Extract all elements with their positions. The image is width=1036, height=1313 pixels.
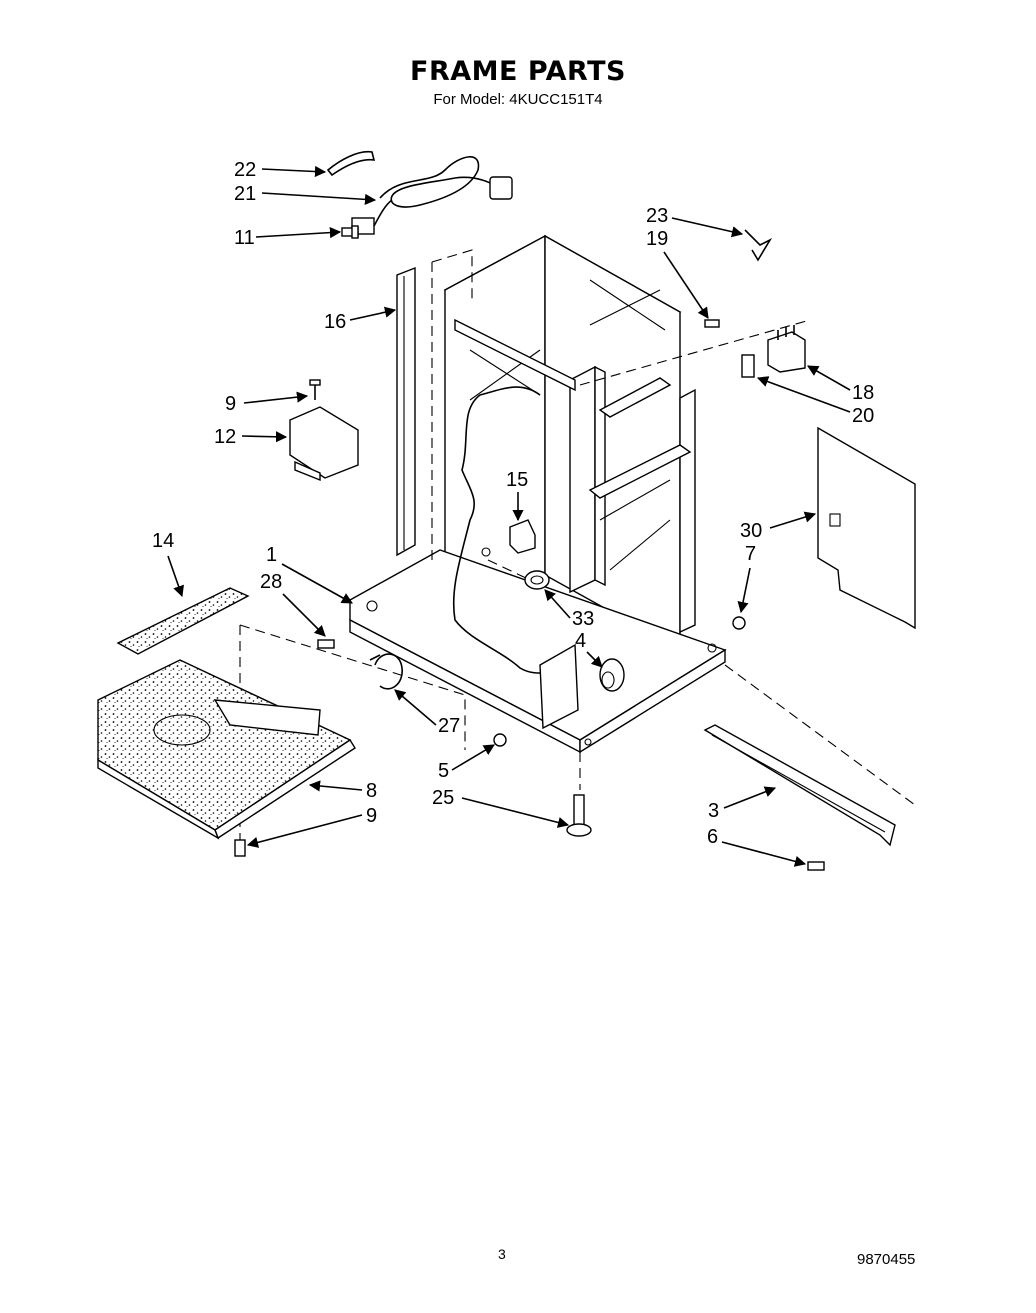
- callout-23: 23: [646, 205, 668, 227]
- part-8-base-pan: [97, 659, 356, 840]
- part-15-connector: [509, 519, 536, 554]
- callout-18: 18: [852, 382, 874, 404]
- part-4-bushing: [599, 658, 625, 692]
- callout-11: 11: [234, 227, 255, 249]
- part-12-cover: [289, 406, 359, 482]
- part-5-nut: [493, 733, 507, 747]
- part-20-plate: [741, 354, 755, 378]
- part-9-screw-bottom: [234, 839, 246, 857]
- callout-25: 25: [432, 787, 454, 809]
- callout-20: 20: [852, 405, 874, 427]
- callout-5: 5: [438, 760, 449, 782]
- callout-33: 33: [572, 608, 594, 630]
- part-11-screw: [341, 225, 359, 239]
- callout-28: 28: [260, 571, 282, 593]
- callouts: 22 21 11 23 19 16 9 12 18 20 15 30 14 1 …: [152, 159, 874, 867]
- callout-3: 3: [708, 800, 719, 822]
- callout-14: 14: [152, 530, 174, 552]
- callout-8: 8: [366, 780, 377, 802]
- callout-27: 27: [438, 715, 460, 737]
- callout-1: 1: [266, 544, 277, 566]
- model-subtitle: For Model: 4KUCC151T4: [433, 91, 603, 108]
- page-number: 3: [498, 1246, 506, 1262]
- callout-21: 21: [234, 183, 256, 205]
- part-25-leveling-leg: [566, 794, 592, 837]
- callout-15: 15: [506, 469, 528, 491]
- part-3-rail: [703, 724, 896, 847]
- callout-9-bottom: 9: [366, 805, 377, 827]
- part-19-screw: [704, 319, 720, 328]
- callout-7: 7: [745, 543, 756, 565]
- callout-9-top: 9: [225, 393, 236, 415]
- callout-6: 6: [707, 826, 718, 848]
- part-30-panel: [817, 426, 916, 630]
- document-number: 9870455: [857, 1251, 916, 1268]
- part-6-screw: [807, 861, 825, 871]
- assembly-guide-lines: [239, 249, 916, 840]
- part-9-screw-top: [309, 379, 321, 400]
- callout-16: 16: [324, 311, 346, 333]
- callout-4: 4: [575, 630, 586, 652]
- cabinet-frame: [349, 234, 727, 754]
- callout-30: 30: [740, 520, 762, 542]
- callout-12: 12: [214, 426, 236, 448]
- part-16-strip: [396, 266, 416, 557]
- part-21-power-cord: [351, 156, 513, 235]
- part-18-switch: [767, 325, 806, 373]
- part-22-clamp: [326, 150, 376, 177]
- part-28-screw: [317, 639, 335, 649]
- callout-19: 19: [646, 228, 668, 250]
- part-14-gasket: [116, 587, 250, 655]
- part-23-clip: [744, 229, 773, 262]
- part-27-clamp: [369, 653, 403, 690]
- part-7-nut: [732, 616, 746, 630]
- page-title: FRAME PARTS: [410, 56, 626, 87]
- part-33-grommet: [524, 570, 550, 590]
- callout-22: 22: [234, 159, 256, 181]
